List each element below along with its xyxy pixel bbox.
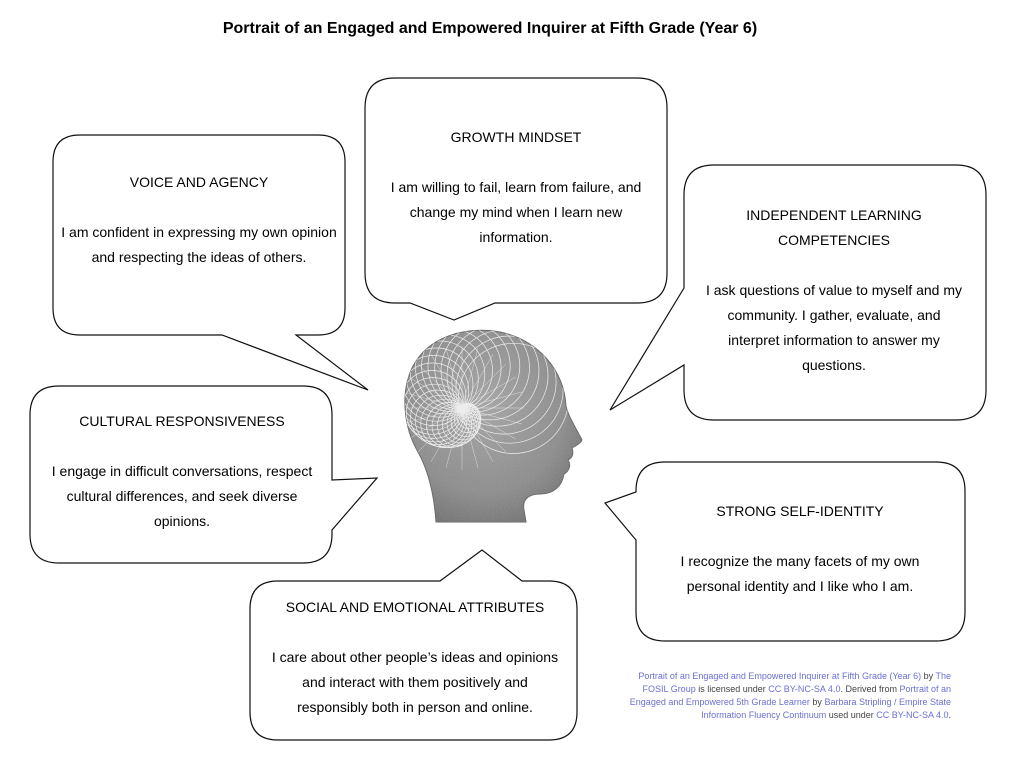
bubble-strong-self-identity: [603, 461, 966, 642]
growth-mindset-text: I am willing to fail, learn from failure…: [390, 179, 642, 245]
independent-learning-card: INDEPENDENT LEARNING COMPETENCIES I ask …: [702, 203, 966, 378]
social-emotional-card: SOCIAL AND EMOTIONAL ATTRIBUTES I care a…: [270, 595, 560, 720]
independent-learning-heading: INDEPENDENT LEARNING COMPETENCIES: [746, 207, 922, 248]
strong-self-identity-heading: STRONG SELF-IDENTITY: [716, 503, 884, 519]
voice-and-agency-heading: VOICE AND AGENCY: [129, 174, 269, 190]
credit-derived-text: . Derived from: [840, 684, 900, 694]
bubble-growth-mindset: [364, 77, 668, 321]
credit-license-link[interactable]: CC BY-NC-SA 4.0: [768, 684, 841, 694]
credit-by-text: by: [921, 671, 936, 681]
bubble-voice-and-agency: [52, 134, 369, 391]
cultural-responsiveness-heading: CULTURAL RESPONSIVENESS: [79, 413, 285, 429]
growth-mindset-card: GROWTH MINDSET I am willing to fail, lea…: [380, 125, 652, 250]
credit-license2-link[interactable]: CC BY-NC-SA 4.0: [876, 710, 949, 720]
social-emotional-heading: SOCIAL AND EMOTIONAL ATTRIBUTES: [285, 599, 545, 615]
voice-and-agency-card: VOICE AND AGENCY I am confident in expre…: [60, 170, 338, 270]
social-emotional-text: I care about other people’s ideas and op…: [271, 649, 559, 715]
cultural-responsiveness-text: I engage in difficult conversations, res…: [51, 463, 313, 529]
credit-used-text: used under: [826, 710, 877, 720]
credit-author-link[interactable]: The FOSIL Group: [642, 671, 951, 694]
credit-by2-text: by: [809, 697, 825, 707]
cultural-responsiveness-card: CULTURAL RESPONSIVENESS I engage in diff…: [44, 409, 320, 534]
growth-mindset-heading: GROWTH MINDSET: [450, 129, 582, 145]
credit-end-text: .: [948, 710, 951, 720]
credit-source-author-link[interactable]: Barbara Stripling / Empire State Informa…: [701, 697, 951, 720]
voice-and-agency-text: I am confident in expressing my own opin…: [61, 224, 337, 265]
bubble-independent-learning: [609, 164, 987, 421]
independent-learning-text: I ask questions of value to myself and m…: [705, 282, 962, 373]
bubble-cultural-responsiveness: [29, 385, 379, 564]
credit-licensed-text: is licensed under: [695, 684, 769, 694]
credit-source-title-link[interactable]: Portrait of an Engaged and Empowered 5th…: [629, 684, 951, 707]
credit-work-title-link[interactable]: Portrait of an Engaged and Empowered Inq…: [638, 671, 922, 681]
strong-self-identity-card: STRONG SELF-IDENTITY I recognize the man…: [660, 499, 940, 599]
head-with-spiral-icon: [404, 329, 583, 523]
attribution-credit: Portrait of an Engaged and Empowered Inq…: [610, 670, 951, 722]
bubble-social-emotional: [249, 549, 578, 741]
page-title: Portrait of an Engaged and Empowered Inq…: [222, 20, 758, 37]
strong-self-identity-text: I recognize the many facets of my own pe…: [680, 553, 920, 594]
